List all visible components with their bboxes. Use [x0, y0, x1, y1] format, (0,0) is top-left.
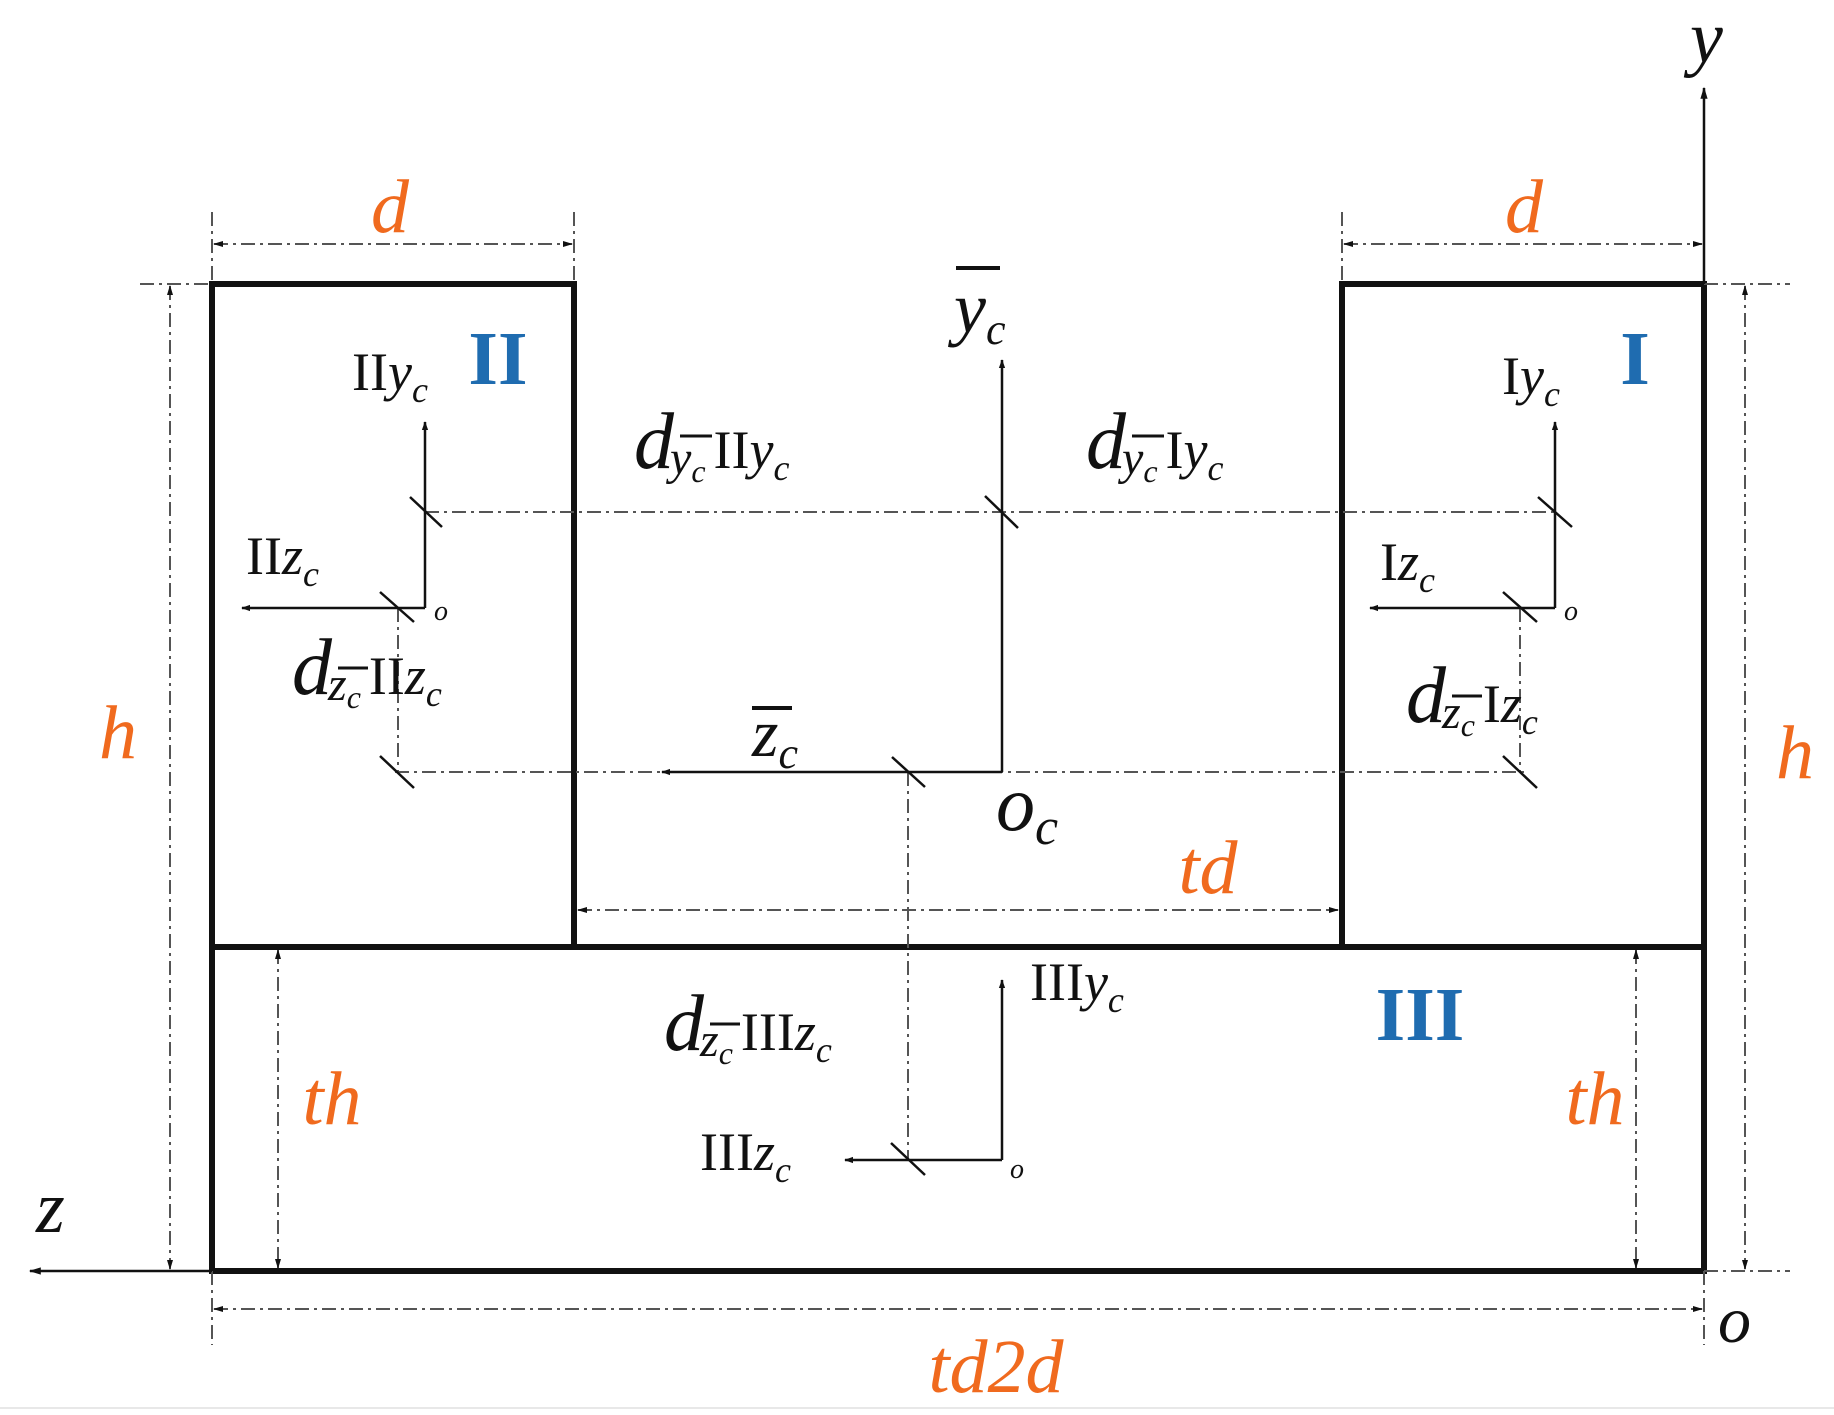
dim-h-left: h: [99, 691, 137, 775]
local-ii-y-label: IIyc: [352, 342, 428, 410]
local-axes-i: [1369, 421, 1573, 789]
local-axis-labels-i: Iyc Izc o: [1380, 346, 1578, 627]
local-iii-y-label: IIIyc: [1030, 952, 1124, 1020]
region-labels: II I III: [468, 317, 1649, 1057]
local-axis-labels-ii: IIyc IIzc o: [246, 342, 448, 627]
dimension-lines: [167, 241, 1748, 1312]
region-label-iii: III: [1376, 973, 1465, 1057]
extension-lines: [140, 212, 1790, 1345]
dim-h-right: h: [1776, 711, 1814, 795]
centroid-axes: [661, 359, 1019, 788]
centroid-axis-labels: yc zc oc: [751, 266, 1058, 856]
dim-d-right: d: [1505, 165, 1544, 249]
region-label-i: I: [1620, 317, 1650, 401]
local-i-z-label: Izc: [1380, 532, 1435, 600]
section-outline: [209, 281, 1707, 1274]
local-i-origin-label: o: [1564, 596, 1578, 627]
region-iii-rect: [209, 944, 1707, 1274]
global-axis-labels: y z o: [35, 0, 1751, 1357]
global-y-label: y: [1683, 0, 1723, 79]
dim-th-left: th: [302, 1057, 361, 1141]
global-axes: [28, 86, 1708, 1275]
centroid-y-label: yc: [947, 268, 1006, 354]
centroid-z-label: zc: [751, 695, 798, 778]
dimension-labels: d d h h td th th td2d: [99, 165, 1814, 1409]
global-origin-label: o: [1718, 1284, 1751, 1357]
global-z-label: z: [35, 1167, 65, 1249]
local-iii-origin-label: o: [1010, 1154, 1024, 1185]
dim-th-right: th: [1565, 1057, 1624, 1141]
local-ii-origin-label: o: [434, 596, 448, 627]
local-axes-iii: [844, 979, 1006, 1176]
dim-td: td: [1178, 826, 1238, 910]
local-iii-z-label: IIIzc: [700, 1122, 791, 1190]
local-axis-labels-iii: IIIyc IIIzc o: [700, 952, 1124, 1190]
local-axes-ii: [241, 421, 443, 789]
local-ii-z-label: IIzc: [246, 526, 319, 594]
centroid-origin-label: oc: [996, 760, 1058, 856]
local-i-y-label: Iyc: [1502, 346, 1560, 414]
dim-d-left: d: [371, 165, 410, 249]
region-label-ii: II: [468, 317, 527, 401]
dim-total-width: td2d: [928, 1325, 1064, 1409]
